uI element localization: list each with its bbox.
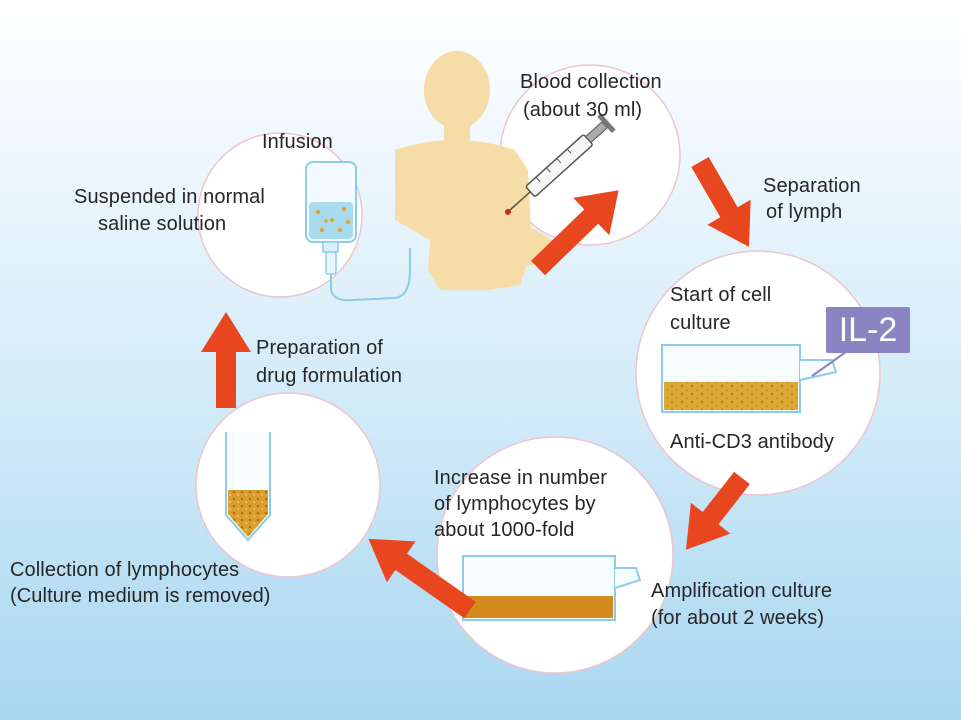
label-anti-cd3: Anti-CD3 antibody bbox=[670, 431, 835, 453]
label-infusion: Infusion bbox=[262, 131, 333, 153]
label-increase-line-2: of lymphocytes by bbox=[434, 493, 596, 515]
label-collection-line-1: Collection of lymphocytes bbox=[10, 559, 240, 581]
label-amplification-line-2: (for about 2 weeks) bbox=[651, 607, 825, 629]
label-collection-line-2: (Culture medium is removed) bbox=[10, 585, 271, 607]
label-blood-collection-line-2: (about 30 ml) bbox=[523, 99, 643, 121]
label-start-culture-line-2: culture bbox=[670, 312, 731, 334]
label-amplification-line-1: Amplification culture bbox=[651, 580, 833, 602]
arrow-blood-to-separation bbox=[691, 157, 751, 247]
culture-flask-icon bbox=[661, 344, 847, 413]
label-suspended-line-1: Suspended in normal bbox=[74, 186, 265, 208]
label-separation-line-1: Separation bbox=[763, 175, 861, 197]
label-preparation-line-2: drug formulation bbox=[256, 365, 403, 387]
syringe-icon bbox=[504, 113, 616, 215]
patient-figure bbox=[395, 51, 552, 290]
collection-circle bbox=[195, 392, 381, 578]
label-blood-collection-line-1: Blood collection bbox=[520, 71, 662, 93]
arrow-amplification-to-collection bbox=[368, 538, 476, 619]
arrow-collection-to-infusion bbox=[201, 312, 251, 408]
cycle-arrows bbox=[201, 157, 751, 619]
arrow-culture-to-amplification bbox=[685, 471, 750, 550]
amplification-flask-icon bbox=[462, 555, 642, 621]
label-separation-line-2: of lymph bbox=[766, 201, 843, 223]
label-suspended-line-2: saline solution bbox=[98, 213, 227, 235]
centrifuge-tube-icon bbox=[225, 432, 271, 542]
label-start-culture-line-1: Start of cell bbox=[670, 284, 772, 306]
label-increase-line-1: Increase in number bbox=[434, 467, 608, 489]
iv-drip-bag-icon bbox=[305, 161, 411, 302]
label-preparation-line-1: Preparation of bbox=[256, 337, 384, 359]
arrow-person-to-blood bbox=[531, 190, 619, 276]
il-2-badge: IL-2 bbox=[826, 307, 910, 353]
label-increase-line-3: about 1000-fold bbox=[434, 519, 575, 541]
